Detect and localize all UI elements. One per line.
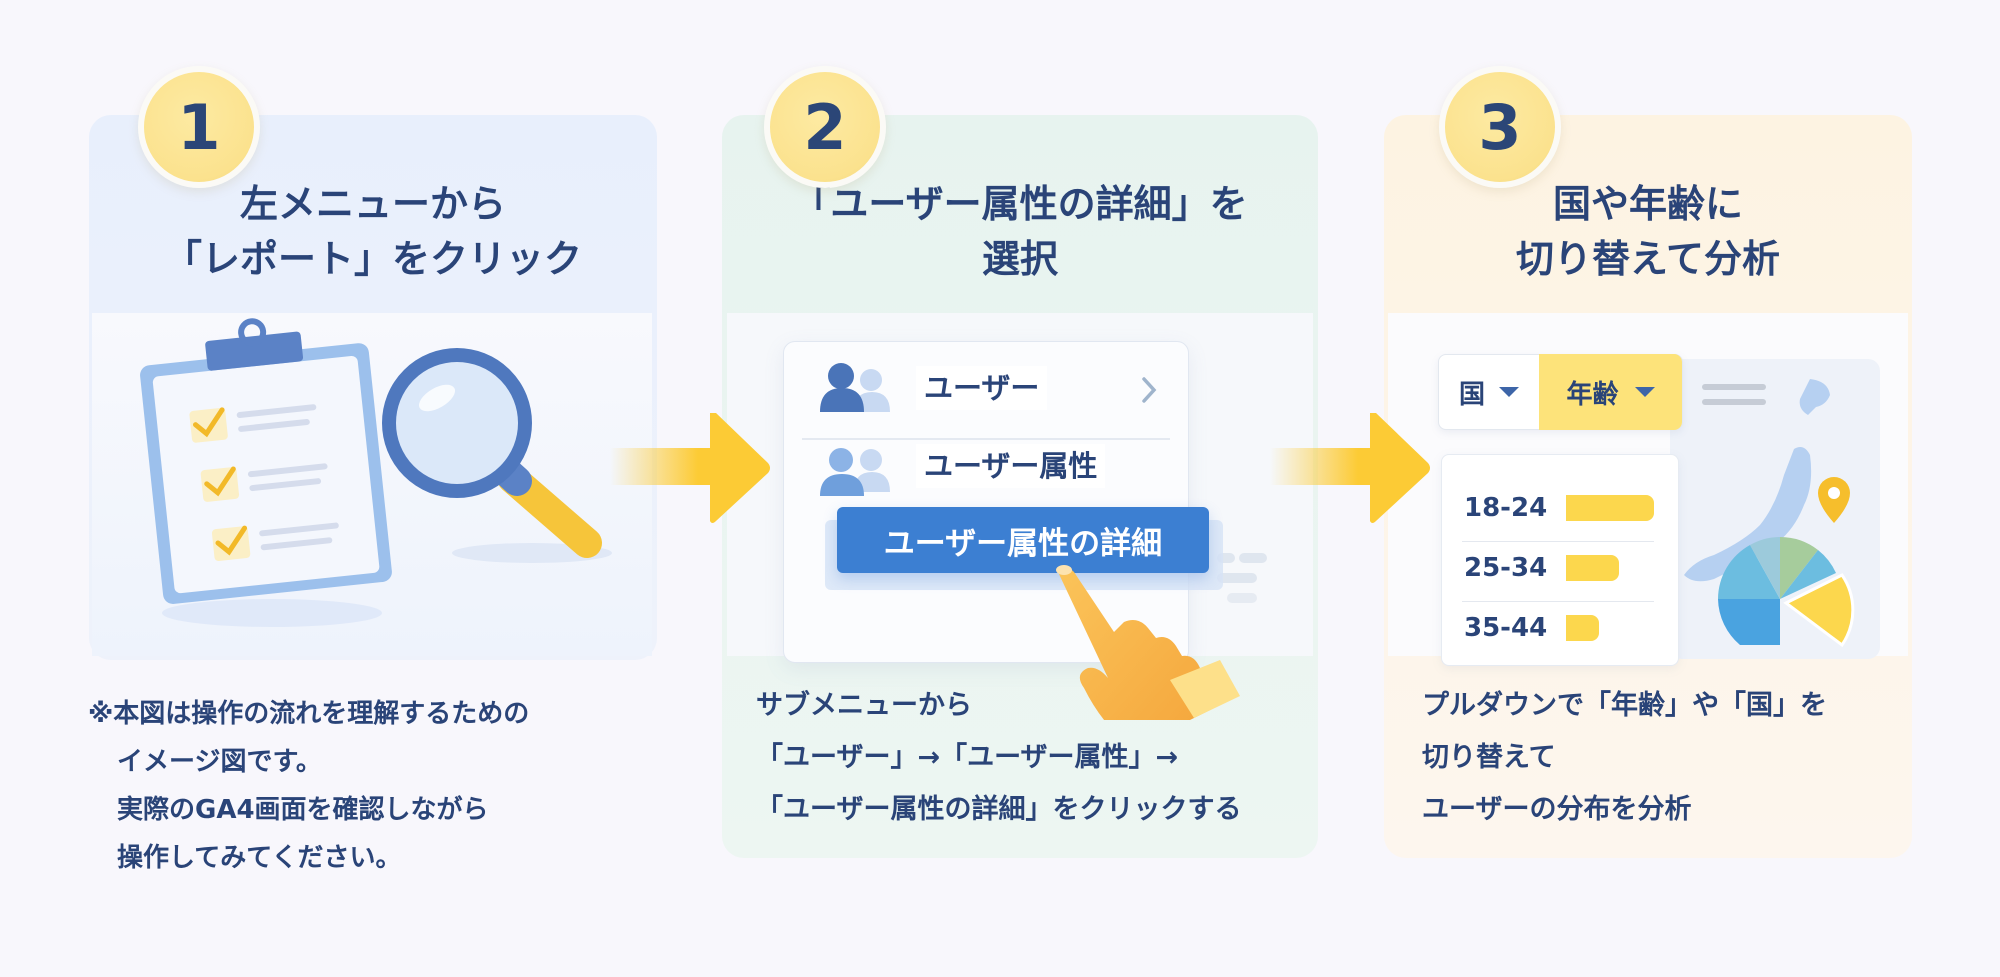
clipboard-icon [140,318,392,604]
chevron-right-icon [1142,377,1157,403]
description-line: 「ユーザー」→「ユーザー属性」→ [756,742,1179,773]
step-1-title: 左メニューから 「レポート」をクリック [89,177,657,287]
description-line: 切り替えて [1422,742,1556,773]
age-label: 25-34 [1464,553,1548,583]
step-1-title-line: 「レポート」をクリック [163,237,582,281]
age-bar [1566,555,1619,581]
submenu: ユーザー ユーザー属性 [783,341,1189,663]
description-line: サブメニューから [756,690,972,721]
pie-chart [1718,537,1855,648]
menu-item-user-attributes-detail[interactable]: ユーザー属性の詳細 [837,507,1209,573]
age-row: 35-44 [1464,603,1654,663]
step-3-title-line: 国や年齢に [1552,182,1743,226]
arrow-right-icon [610,413,770,523]
age-distribution-list: 18-24 25-34 35-44 [1441,454,1679,666]
menu-divider [802,438,1170,440]
country-dropdown[interactable]: 国 [1439,355,1539,429]
step-2-title: 「ユーザー属性の詳細」を 選択 [722,177,1318,287]
description-line: ユーザーの分布を分析 [1422,794,1692,825]
row-divider [1462,541,1654,542]
note-line: ※本図は操作の流れを理解するための [88,699,530,729]
users-icon [820,363,890,412]
step-2-badge: 2 [764,66,886,188]
note-line: 実際のGA4画面を確認しながら [117,795,489,825]
location-pin-icon [1818,477,1850,523]
note-line: イメージ図です。 [117,747,322,777]
japan-map-icon [1684,379,1830,582]
note-line: 操作してみてください。 [117,843,402,873]
step-3-title: 国や年齢に 切り替えて分析 [1384,177,1912,287]
age-bar [1566,615,1599,641]
map-card [1670,359,1880,659]
description-line: プルダウンで「年齢」や「国」を [1422,690,1827,721]
step-2-title-line: 「ユーザー属性の詳細」を [792,182,1248,226]
clipboard-magnifier-illustration [140,318,612,627]
step-1-illustration [92,313,652,656]
magnifier-icon [382,348,602,558]
menu-item-user-attributes[interactable]: ユーザー属性 [784,442,1188,522]
step-2-title-line: 選択 [981,237,1058,281]
dropdown-caret-icon [1499,387,1519,397]
age-label: 35-44 [1464,613,1548,643]
menu-item-label: ユーザー属性 [916,444,1106,488]
step-3-title-line: 切り替えて分析 [1515,237,1781,281]
arrow-right-icon [1270,413,1430,523]
age-bar [1566,495,1654,521]
country-dropdown-label: 国 [1458,379,1485,410]
dimension-dropdowns: 国 年齢 [1438,354,1683,430]
menu-item-users[interactable]: ユーザー [784,342,1188,422]
step-1-title-line: 左メニューから [239,182,506,226]
menu-item-label: ユーザー [916,366,1048,410]
description-line: 「ユーザー属性の詳細」をクリックする [756,794,1242,825]
age-row: 25-34 [1464,543,1654,603]
japan-map-chart [1684,379,1855,648]
age-dropdown-label: 年齢 [1566,379,1619,410]
step-1-note: ※本図は操作の流れを理解するための イメージ図です。 実際のGA4画面を確認しな… [88,690,529,882]
row-divider [1462,601,1654,602]
pointing-hand-icon [1056,565,1240,720]
age-dropdown[interactable]: 年齢 [1539,354,1682,430]
age-row: 18-24 [1464,483,1654,543]
step-2-description: サブメニューから 「ユーザー」→「ユーザー属性」→ 「ユーザー属性の詳細」をクリ… [756,680,1241,836]
step-3-description: プルダウンで「年齢」や「国」を 切り替えて ユーザーの分布を分析 [1422,680,1827,836]
step-3-badge: 3 [1439,66,1561,188]
age-label: 18-24 [1464,493,1548,523]
step-1-badge: 1 [138,66,260,188]
background-lines [1217,553,1267,603]
dropdown-caret-icon [1634,387,1655,397]
users-icon [820,448,890,496]
